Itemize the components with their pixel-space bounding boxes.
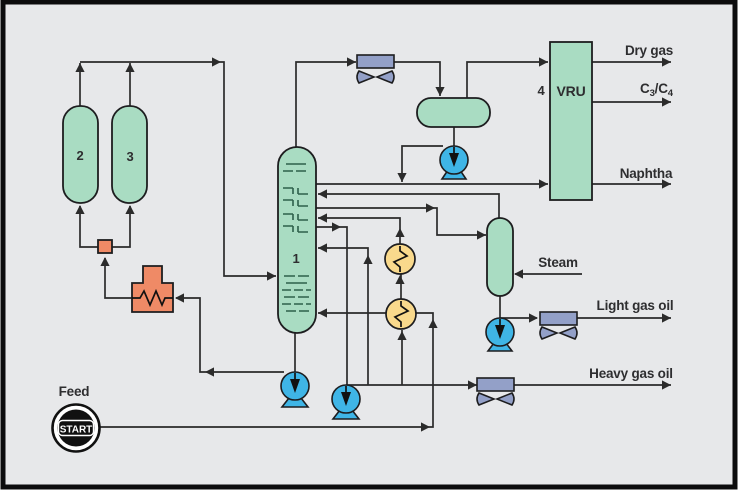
arrowhead-icon <box>662 313 671 323</box>
heavy-gas-oil-cooler <box>476 377 515 406</box>
line-stripper-overhead <box>318 193 500 218</box>
start-button-outline <box>57 419 95 437</box>
arrowhead-icon <box>347 57 356 67</box>
pumparound-pump <box>331 384 361 420</box>
arrowhead-icon <box>332 222 341 232</box>
line-bottoms-to-furnace <box>176 297 284 373</box>
line-furnace-outlet <box>104 258 132 299</box>
label-c3-c4: C3/C4 <box>640 81 674 99</box>
arrowhead-icon <box>318 243 327 253</box>
line-pumparound-return <box>318 247 369 385</box>
arrowhead-icon <box>267 271 276 281</box>
fan-icon <box>476 392 515 406</box>
line-valve-to-reactor2 <box>79 206 98 248</box>
vru-unit <box>549 41 593 201</box>
furnace-coil-icon <box>132 288 173 308</box>
column-bottoms-pump <box>280 371 310 408</box>
start-button-label: START <box>60 425 93 436</box>
fan-icon <box>356 70 395 84</box>
arrowhead-icon <box>468 380 477 390</box>
number-vru: 4 <box>537 83 545 98</box>
main-column <box>277 146 317 334</box>
arrowhead-icon <box>397 173 407 182</box>
arrowhead-icon <box>397 331 407 340</box>
column-trays <box>282 163 311 312</box>
reflux-pump <box>439 145 469 180</box>
arrowhead-icon <box>435 87 445 96</box>
reactor-2 <box>62 105 99 204</box>
side-stripper <box>486 217 514 297</box>
line-cooler-to-drum <box>394 61 441 96</box>
arrowhead-icon <box>212 57 221 67</box>
arrowhead-icon <box>175 293 184 303</box>
arrowhead-icon <box>662 380 671 390</box>
label-feed: Feed <box>59 384 90 399</box>
number-reactor-2: 2 <box>76 148 83 163</box>
arrowhead-icon <box>318 213 327 223</box>
arrowhead-icon <box>363 255 373 264</box>
flow-arrows <box>75 57 671 432</box>
reactor-3 <box>111 105 148 204</box>
light-gas-oil-cooler <box>539 311 578 340</box>
label-steam: Steam <box>538 255 578 270</box>
arrowhead-icon <box>662 57 671 67</box>
arrowhead-icon <box>205 367 214 377</box>
feed-valve <box>97 239 113 254</box>
arrowhead-icon <box>125 63 135 72</box>
arrowhead-icon <box>75 63 85 72</box>
line-feed <box>100 312 434 428</box>
arrowhead-icon <box>539 57 548 67</box>
start-button[interactable]: START <box>51 403 101 453</box>
line-reflux-pump-discharge <box>401 145 443 182</box>
arrowhead-icon <box>662 97 671 107</box>
line-stripper-feed <box>316 207 486 236</box>
label-light-gas-oil: Light gas oil <box>597 298 674 313</box>
arrowhead-icon <box>421 422 430 432</box>
arrowhead-icon <box>318 189 327 199</box>
arrowhead-icon <box>539 179 548 189</box>
label-dry-gas: Dry gas <box>625 43 673 58</box>
label-heavy-gas-oil: Heavy gas oil <box>589 366 673 381</box>
arrowhead-icon <box>125 205 135 214</box>
line-column-overhead <box>295 61 356 147</box>
arrowhead-icon <box>100 257 110 266</box>
overhead-air-cooler <box>356 54 395 84</box>
number-reactor-3: 3 <box>126 149 133 164</box>
label-vru: VRU <box>557 83 586 99</box>
arrowhead-icon <box>318 308 327 318</box>
heat-exchanger-1 <box>384 243 416 275</box>
label-naphtha: Naphtha <box>620 166 673 181</box>
fan-icon <box>539 326 578 340</box>
arrowhead-icon <box>662 179 671 189</box>
exchanger-coil-icon <box>393 301 410 327</box>
line-valve-to-reactor3 <box>112 206 131 248</box>
arrowhead-icon <box>426 203 435 213</box>
number-main-column: 1 <box>292 251 299 266</box>
arrowhead-icon <box>514 269 523 279</box>
line-pumparound-draw <box>316 226 348 385</box>
arrowhead-icon <box>395 228 405 237</box>
line-drum-vapor <box>466 61 548 98</box>
arrowhead-icon <box>75 205 85 214</box>
reflux-drum <box>416 97 491 128</box>
exchanger-coil-icon <box>392 246 409 272</box>
arrowhead-icon <box>395 275 405 284</box>
stripper-bottoms-pump <box>485 317 515 352</box>
heat-exchanger-2 <box>385 298 417 330</box>
arrowhead-icon <box>428 319 438 328</box>
arrowhead-icon <box>529 313 538 323</box>
furnace <box>131 265 174 313</box>
line-reactor-header <box>80 61 276 277</box>
arrowhead-icon <box>477 230 486 240</box>
